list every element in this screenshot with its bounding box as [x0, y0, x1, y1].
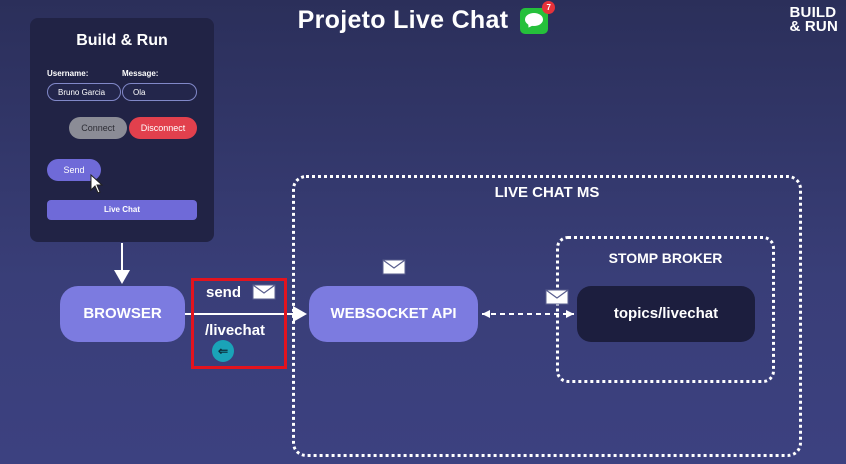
brand-logo: BUILD & RUN	[789, 4, 839, 35]
stomp-broker-title: STOMP BROKER	[608, 250, 723, 266]
highlight-box	[191, 278, 287, 369]
send-label: send	[206, 284, 242, 301]
connect-button[interactable]: Connect	[69, 117, 127, 139]
form-title: Build & Run	[76, 32, 168, 49]
notification-badge: 7	[542, 0, 556, 14]
live-chat-button[interactable]: Live Chat	[47, 200, 197, 220]
mouse-pointer-icon	[90, 174, 104, 194]
disconnect-button[interactable]: Disconnect	[129, 117, 197, 139]
websocket-api-node: WEBSOCKET API	[309, 286, 478, 342]
live-chat-ms-boundary	[292, 175, 802, 457]
topic-livechat-node: topics/livechat	[577, 286, 755, 342]
envelope-icon	[382, 259, 406, 275]
page-title-bar: Projeto Live Chat 7	[0, 0, 846, 35]
path-label: /livechat	[205, 322, 266, 339]
stomp-broker-boundary	[556, 236, 775, 383]
logo-line-1: BUILD	[789, 4, 837, 21]
envelope-icon	[252, 284, 276, 300]
send-button[interactable]: Send	[47, 159, 101, 181]
envelope-icon	[545, 289, 569, 305]
live-chat-ms-title: LIVE CHAT MS	[494, 184, 600, 201]
username-field[interactable]: Bruno Garcia	[47, 83, 121, 101]
topic-arrowhead	[566, 310, 574, 318]
logo-line-2: & RUN	[789, 18, 838, 35]
chat-form-panel: Build & Run Username: Message: Bruno Gar…	[30, 18, 214, 242]
username-label: Username:	[47, 69, 89, 78]
message-label: Message:	[122, 69, 159, 78]
message-field[interactable]: Ola	[122, 83, 197, 101]
page-title: Projeto Live Chat	[297, 6, 509, 34]
browser-node: BROWSER	[60, 286, 185, 342]
websocket-arrowhead	[482, 310, 490, 318]
cursor-highlight-icon: ⇐	[212, 340, 234, 362]
chat-bubble-icon: 7	[520, 0, 556, 34]
